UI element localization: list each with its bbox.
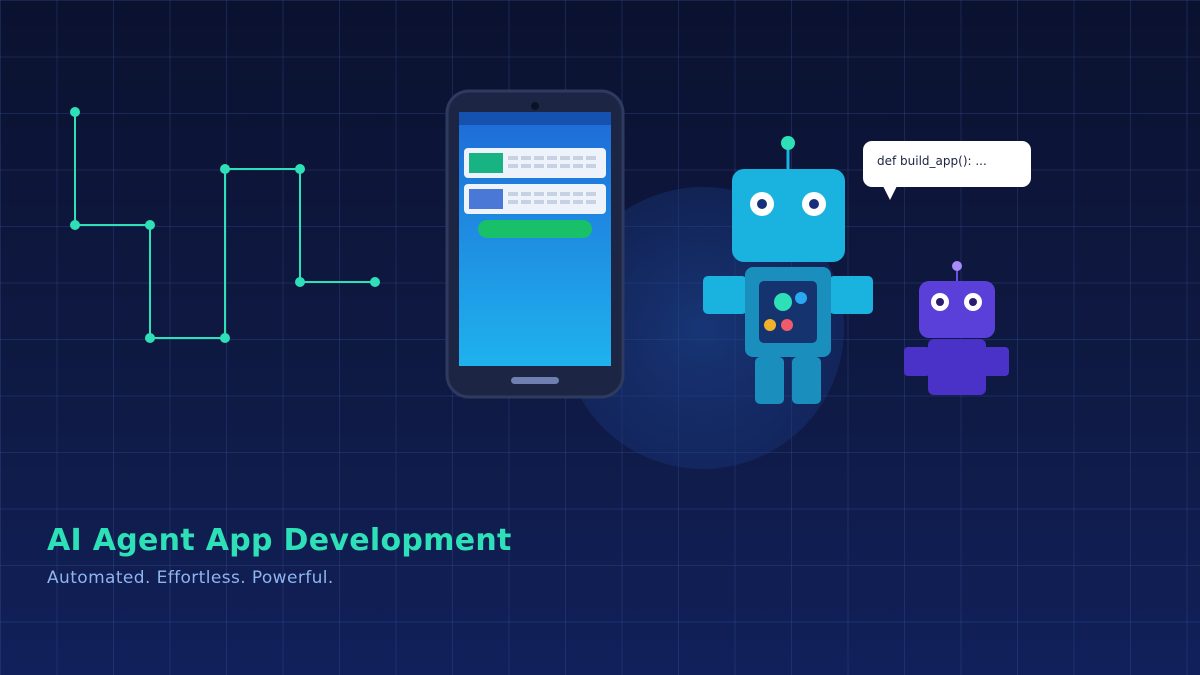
robot-icon — [703, 136, 873, 404]
small-robot-head — [919, 281, 995, 338]
robot-leg-left — [755, 357, 784, 404]
circuit-node — [220, 164, 230, 174]
circuit-node — [220, 333, 230, 343]
page-subtitle: Automated. Effortless. Powerful. — [47, 568, 334, 588]
small-robot-arm-left — [904, 347, 930, 376]
circuit-node — [70, 220, 80, 230]
circuit-node — [70, 107, 80, 117]
phone-action-button — [478, 220, 592, 238]
small-robot-arm-right — [983, 347, 1009, 376]
speech-bubble: def build_app(): ... — [863, 141, 1031, 200]
robot-arm-left — [703, 276, 747, 314]
small-robot-body — [928, 339, 986, 395]
circuit-node — [145, 220, 155, 230]
page-title: AI Agent App Development — [47, 523, 512, 558]
circuit-node-group — [70, 107, 380, 343]
robot-arm-right — [829, 276, 873, 314]
circuit-node — [145, 333, 155, 343]
circuit-trace-icon — [74, 112, 375, 339]
circuit-node — [370, 277, 380, 287]
phone-home-bar — [511, 377, 559, 384]
small-robot-icon — [904, 261, 1009, 395]
robot-chest-panel — [759, 281, 817, 343]
circuit-node — [295, 164, 305, 174]
speech-bubble-text: def build_app(): ... — [877, 154, 987, 168]
circuit-node — [295, 277, 305, 287]
robot-head — [732, 169, 845, 262]
robot-leg-right — [792, 357, 821, 404]
smartphone-icon — [445, 89, 625, 399]
